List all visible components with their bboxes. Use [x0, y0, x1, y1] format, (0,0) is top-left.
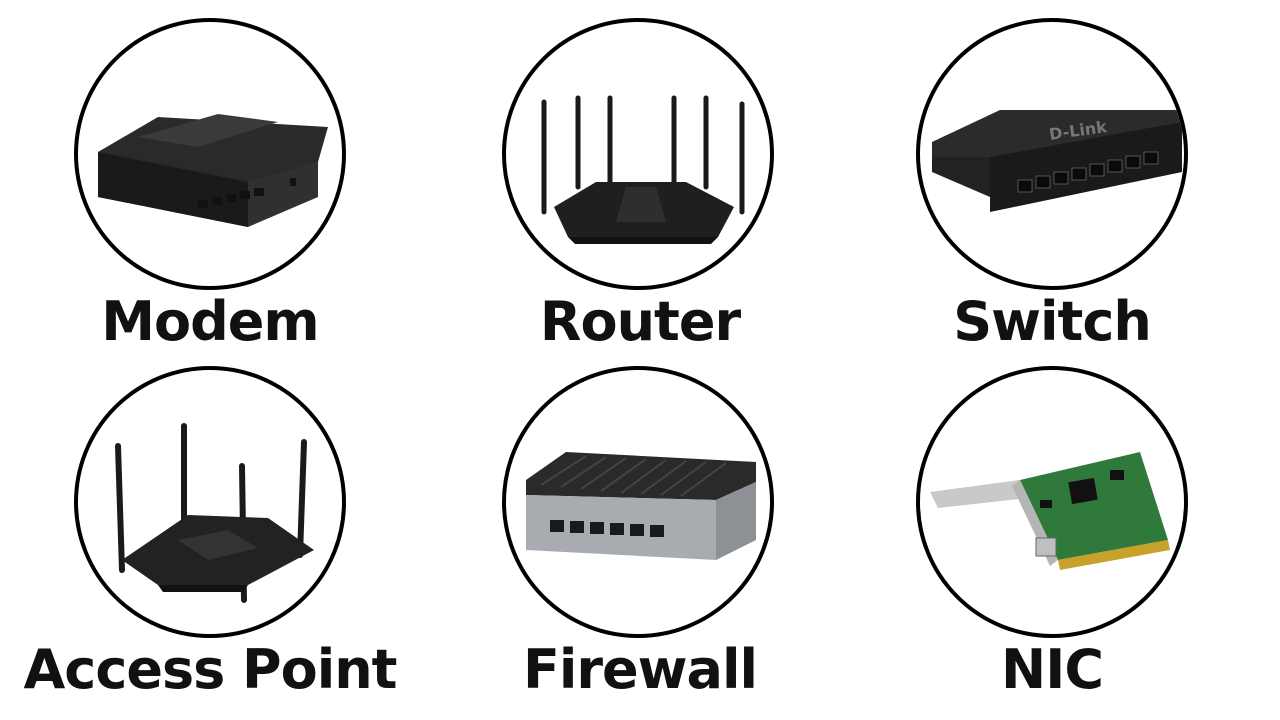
- router-label: Router: [539, 290, 741, 353]
- firewall-icon: [526, 452, 756, 560]
- router-icon: [541, 95, 745, 244]
- access-point-label: Access Point: [23, 638, 398, 701]
- router-circle: [502, 18, 774, 290]
- switch-label: Switch: [953, 290, 1152, 353]
- nic-circle: [916, 366, 1188, 638]
- switch-circle: D-Link: [916, 18, 1188, 290]
- nic-icon: [930, 452, 1170, 570]
- modem-circle: [74, 18, 346, 290]
- switch-icon: D-Link: [932, 110, 1182, 212]
- firewall-label: Firewall: [523, 638, 758, 701]
- modem-icon: [98, 114, 328, 227]
- modem-label: Modem: [101, 290, 319, 353]
- access-point-icon: [115, 423, 314, 603]
- nic-label: NIC: [1001, 638, 1104, 701]
- firewall-circle: [502, 366, 774, 638]
- access-point-circle: [74, 366, 346, 638]
